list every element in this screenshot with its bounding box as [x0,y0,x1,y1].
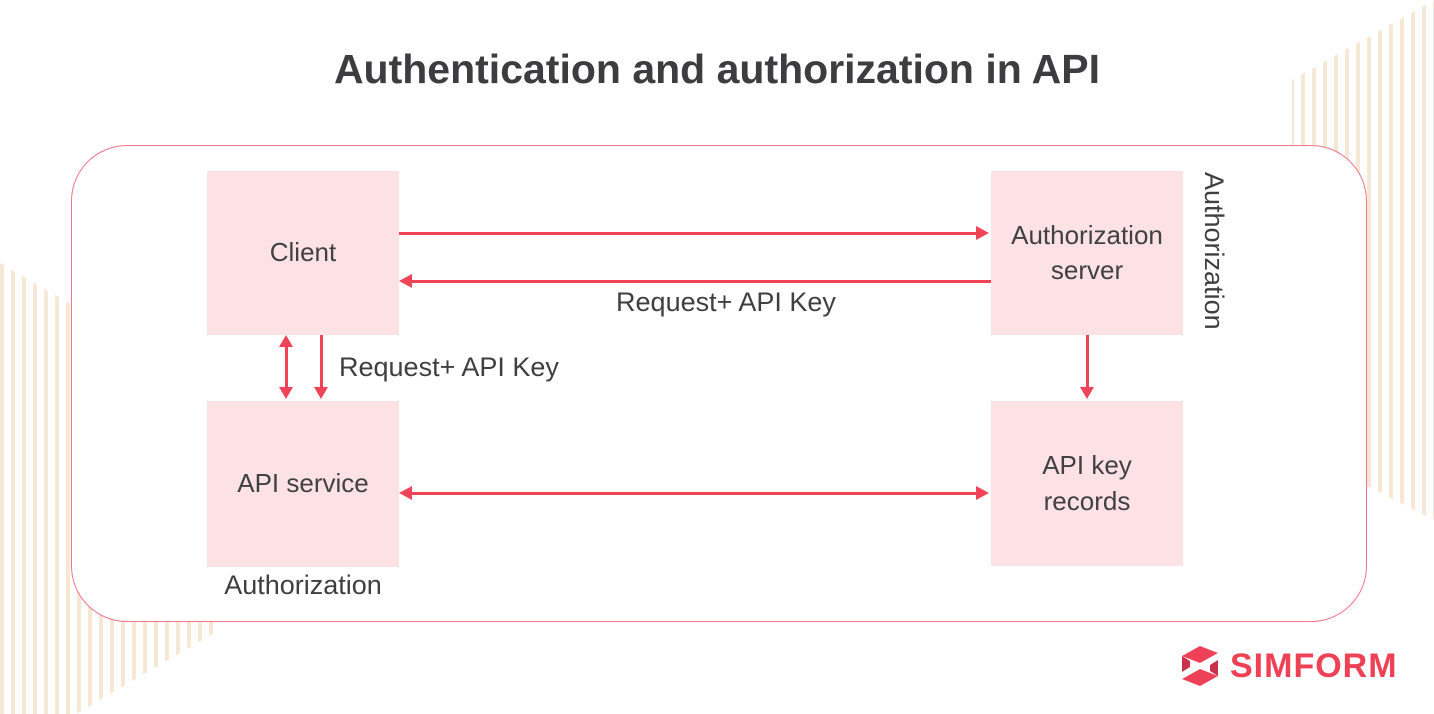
arrow-line [411,491,978,495]
simform-logo: SIMFORM [1178,643,1398,689]
arrow-line [399,231,977,235]
node-authorization-server: Authorization server [991,171,1183,335]
node-api-key-records: API key records [991,401,1183,566]
node-client: Client [207,171,399,335]
page-title: Authentication and authorization in API [333,46,1101,92]
arrowhead-right-icon [976,226,989,240]
node-client-label: Client [269,237,337,268]
arrowhead-down-icon [314,387,328,399]
arrow-line [1085,335,1089,388]
arrowhead-down-icon [1080,387,1094,399]
node-authorization-server-label: Authorization server [1011,219,1163,285]
caption-authorization-bottom: Authorization [224,570,382,600]
simform-logo-text: SIMFORM [1230,646,1398,685]
arrowhead-left-icon [399,486,412,500]
edge-label-request-api-key-top: Request+ API Key [616,287,836,317]
arrowhead-left-icon [399,274,412,288]
arrow-line [319,335,323,388]
simform-logo-icon [1182,646,1218,686]
edge-label-request-api-key-left: Request+ API Key [339,352,559,382]
node-api-service-label: API service [237,468,369,499]
arrowhead-right-icon [976,486,989,500]
caption-authorization-vertical: Authorization [1199,172,1229,330]
diagram-panel: Client Authorization server API service … [71,145,1367,622]
node-api-service: API service [207,401,399,567]
arrowhead-up-icon [279,335,293,347]
arrowhead-down-icon [279,387,293,399]
arrow-line [412,279,991,283]
node-api-key-records-label: API key records [1042,450,1132,516]
arrow-line [284,346,288,388]
